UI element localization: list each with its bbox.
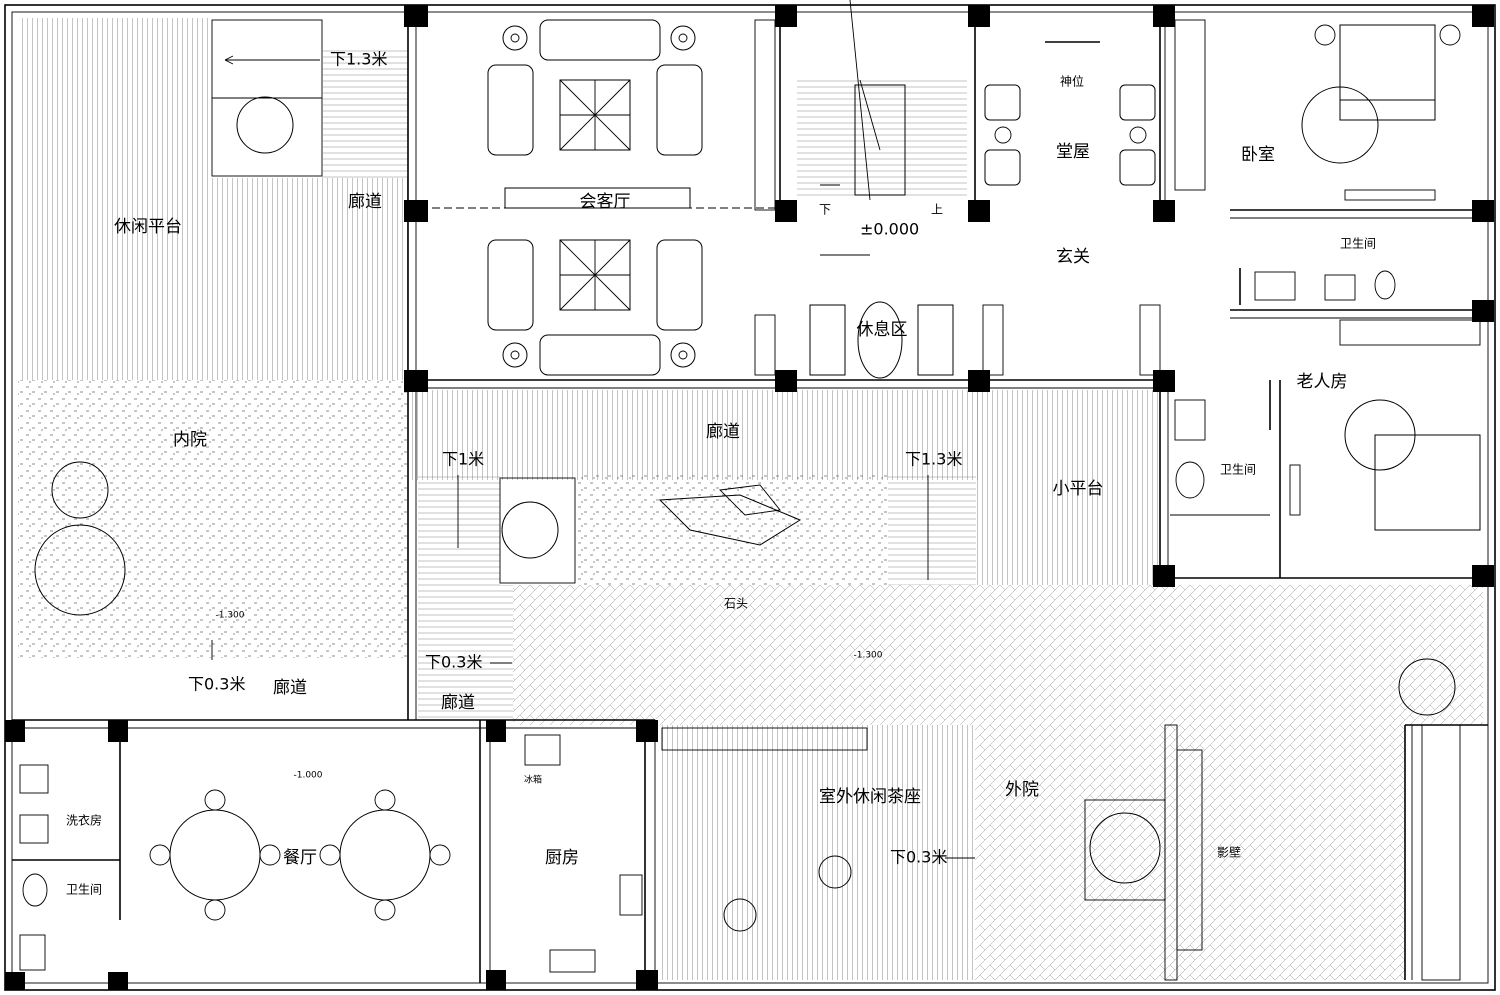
label-bedroom: 卧室: [1241, 145, 1275, 165]
level-mark-3: -1.000: [293, 771, 322, 781]
elevation-e6: 下0.3米: [890, 848, 947, 867]
room-labels: 休闲平台 廊道 会客厅 堂屋 神位 卧室 卫生间 玄关 休息区 内院 廊道 小平…: [66, 74, 1376, 897]
label-dining: 餐厅: [283, 848, 317, 868]
label-bathroom-left: 卫生间: [66, 883, 102, 897]
label-corridor-top: 廊道: [348, 192, 382, 212]
elevation-e3: 下1.3米: [905, 450, 962, 469]
label-main-hall: 堂屋: [1056, 142, 1090, 162]
elevation-e2: 下1米: [442, 450, 484, 469]
floor-patterns: [18, 18, 1483, 980]
structural-columns: [5, 5, 1494, 990]
label-fridge: 冰箱: [524, 774, 542, 786]
trees: [34, 96, 1456, 901]
stair-down-label: 下: [819, 203, 831, 217]
label-bathroom-elder: 卫生间: [1220, 463, 1256, 477]
label-outer-courtyard: 外院: [1005, 780, 1039, 800]
elevation-e1: 下1.3米: [330, 50, 387, 69]
elevation-e4: 下0.3米: [188, 675, 245, 694]
label-shrine: 神位: [1060, 74, 1084, 89]
label-elder-room: 老人房: [1297, 372, 1348, 392]
lounge-furniture: [754, 301, 1161, 379]
stair-up-label: 上: [931, 203, 943, 217]
label-lounge: 休息区: [857, 320, 908, 340]
label-bathroom-top: 卫生间: [1340, 237, 1376, 251]
elevation-marks: 下1.3米 下1米 下1.3米 下0.3米 下0.3米 下0.3米 ±0.000…: [188, 50, 975, 867]
label-corridor-middle: 廊道: [706, 422, 740, 442]
label-foyer: 玄关: [1056, 247, 1090, 267]
label-screen-wall: 影壁: [1217, 845, 1241, 860]
hall-bedroom-furniture: [984, 19, 1481, 531]
label-small-platform: 小平台: [1053, 479, 1104, 499]
label-corridor-small: 廊道: [441, 693, 475, 713]
tea-area-furniture: [661, 724, 1461, 981]
reception-furniture: [420, 19, 780, 376]
staircase: [797, 0, 967, 201]
dining-furniture: [19, 734, 643, 973]
label-reception-hall: 会客厅: [580, 192, 631, 212]
level-mark-1: -1.300: [215, 611, 244, 621]
label-leisure-terrace: 休闲平台: [114, 217, 182, 237]
label-tea-area: 室外休闲茶座: [819, 787, 921, 807]
label-stone: 石头: [724, 597, 748, 611]
label-corridor-left: 廊道: [273, 678, 307, 698]
label-laundry: 洗衣房: [66, 813, 102, 828]
elevation-zero: ±0.000: [860, 220, 919, 239]
label-kitchen: 厨房: [545, 848, 579, 868]
level-mark-2: -1.300: [853, 651, 882, 661]
label-inner-courtyard: 内院: [173, 430, 207, 450]
elevation-e5: 下0.3米: [425, 653, 482, 672]
